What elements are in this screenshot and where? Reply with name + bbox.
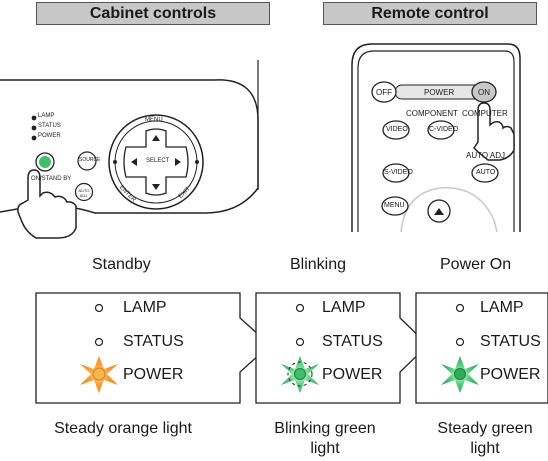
blinking-title: Blinking	[290, 256, 347, 273]
blinking-caption: Blinking green light	[255, 419, 395, 459]
remote-auto-adj-label: AUTO ADJ.	[466, 151, 508, 160]
auto-adj-button[interactable]	[74, 182, 94, 202]
hand-pointer-icon	[17, 169, 77, 239]
on-button[interactable]	[471, 81, 497, 103]
remote-menu-label: MENU	[384, 202, 405, 209]
blinking-caption-line-1: Blinking green	[274, 420, 376, 437]
cab-source-label: SOURCE	[79, 157, 101, 163]
cab-status-label: STATUS	[38, 123, 61, 129]
standby-title: Standby	[92, 256, 151, 273]
cab-menu-label: MENU	[145, 117, 163, 123]
power-indicator-icon	[31, 135, 37, 141]
standby-caption: Steady orange light	[33, 419, 213, 439]
remote-auto-label: AUTO	[476, 169, 496, 176]
cab-lamp-label: LAMP	[38, 113, 55, 119]
blinking-power-label: POWER	[322, 366, 383, 383]
remote-cvideo-label: C-VIDEO	[429, 126, 459, 133]
remote-control-header: Remote control	[323, 2, 537, 25]
remote-computer-label: COMPUTER	[462, 109, 508, 118]
video-button[interactable]	[382, 120, 410, 140]
remote-component-label: COMPONENT	[406, 109, 458, 118]
power-button-led-icon	[39, 156, 51, 168]
cabinet-panel	[0, 60, 259, 239]
remote-menu-button[interactable]	[381, 196, 409, 216]
cab-auto-adj-label: AUTO ADJ.	[78, 188, 90, 198]
power-on-caption: Steady green light	[425, 419, 545, 459]
remote-video-label: VIDEO	[386, 126, 408, 133]
status-indicator-icon	[31, 125, 37, 131]
remote-power-label: POWER	[424, 88, 455, 97]
off-button[interactable]	[371, 81, 397, 103]
remote-on-label: ON	[478, 88, 490, 97]
poweron-power-label: POWER	[480, 366, 541, 383]
standby-lamp-label: LAMP	[123, 299, 167, 316]
select-cross-icon	[123, 128, 189, 196]
standby-status-label: STATUS	[123, 333, 184, 350]
c-video-button[interactable]	[427, 120, 455, 140]
cab-select-label: SELECT	[146, 158, 170, 164]
poweron-status-label: STATUS	[480, 333, 541, 350]
remote-panel	[351, 43, 521, 233]
power-on-title: Power On	[440, 256, 512, 273]
power-on-panel	[415, 292, 548, 404]
power-on-caption-line-2: light	[470, 440, 500, 457]
hand-pointer-icon	[473, 102, 515, 161]
cab-standby-label: ON/STAND BY	[31, 176, 72, 182]
standby-power-label: POWER	[123, 366, 184, 383]
indicator-state-panels	[35, 292, 548, 404]
cabinet-controls-header: Cabinet controls	[36, 2, 270, 25]
remote-svideo-label: S-VIDEO	[384, 169, 413, 176]
poweron-lamp-label: LAMP	[480, 299, 524, 316]
cab-power-label: POWER	[38, 133, 61, 139]
standby-caption-line: Steady orange light	[54, 420, 192, 437]
power-on-caption-line-1: Steady green	[437, 420, 533, 437]
remote-off-label: OFF	[376, 88, 392, 97]
blinking-status-label: STATUS	[322, 333, 383, 350]
blinking-lamp-label: LAMP	[322, 299, 366, 316]
s-video-button[interactable]	[382, 163, 410, 183]
lamp-indicator-icon	[31, 115, 37, 121]
auto-button[interactable]	[471, 163, 499, 183]
blinking-caption-line-2: light	[310, 440, 340, 457]
source-button[interactable]	[77, 151, 97, 171]
